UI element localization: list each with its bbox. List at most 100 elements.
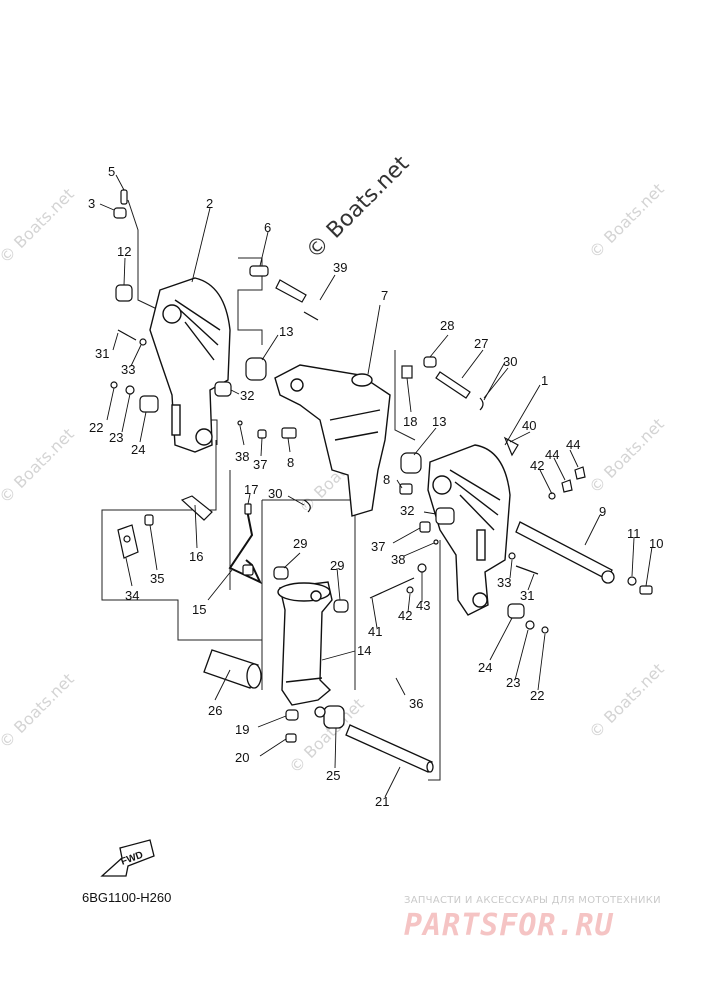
callout-37a: 37	[253, 457, 267, 472]
leader-lines	[99, 174, 653, 798]
callout-41: 41	[368, 624, 382, 639]
clamp-bracket-right	[427, 444, 511, 616]
callout-21: 21	[375, 794, 389, 809]
callout-12: 12	[117, 244, 131, 259]
bolt-22b	[541, 626, 549, 634]
tilt-cylinder	[277, 581, 333, 706]
callout-29b: 29	[330, 558, 344, 573]
callout-13a: 13	[279, 324, 293, 339]
callout-42a: 42	[530, 458, 544, 473]
washer-11	[627, 576, 637, 586]
collar-28	[423, 356, 437, 368]
collar-29b	[333, 599, 349, 613]
callout-14: 14	[357, 643, 371, 658]
callout-29a: 29	[293, 536, 307, 551]
bushing-13b	[400, 452, 422, 474]
callout-38b: 38	[391, 552, 405, 567]
callout-42b: 42	[398, 608, 412, 623]
screw-37a	[257, 429, 267, 439]
hardware-parts	[110, 189, 653, 743]
bolt-8b	[399, 483, 413, 495]
clip-30b	[303, 499, 311, 513]
nut-19	[285, 709, 299, 721]
callout-8b: 8	[383, 472, 390, 487]
bolt-31a	[117, 329, 137, 341]
watermark-bottom-left: © Boats.net	[0, 670, 78, 752]
callout-10: 10	[649, 536, 663, 551]
bolt-20	[285, 733, 297, 743]
washer-43	[417, 563, 427, 573]
callout-5: 5	[108, 164, 115, 179]
callout-32b: 32	[400, 503, 414, 518]
diagram-code: 6BG1100-H260	[82, 890, 172, 905]
callout-44a: 44	[545, 447, 559, 462]
callout-43: 43	[416, 598, 430, 613]
clip-38b	[433, 539, 439, 545]
collar-6	[249, 265, 269, 277]
callout-9: 9	[599, 504, 606, 519]
clamp-bracket-left	[149, 277, 231, 453]
washer-42b	[406, 586, 414, 594]
bolt-31b	[515, 565, 539, 575]
callout-31a: 31	[95, 346, 109, 361]
callout-22a: 22	[89, 420, 103, 435]
bushing-12	[115, 284, 133, 302]
callout-33a: 33	[121, 362, 135, 377]
callout-13b: 13	[432, 414, 446, 429]
callout-38a: 38	[235, 449, 249, 464]
callout-7: 7	[381, 288, 388, 303]
bolt-8a	[281, 427, 297, 439]
callout-22b: 22	[530, 688, 544, 703]
bushing-13a	[245, 357, 267, 381]
plate-40	[503, 436, 519, 457]
screw-17	[244, 503, 252, 515]
screw-37b	[419, 521, 431, 533]
plate-16	[180, 495, 213, 521]
washer-33b	[508, 552, 516, 560]
callout-16: 16	[189, 549, 203, 564]
pin-5	[120, 189, 128, 205]
collar-25	[314, 705, 345, 729]
rod-21	[345, 724, 434, 773]
callout-1: 1	[541, 373, 548, 388]
watermark-bottom-right: © Boats.net	[585, 660, 667, 742]
plate-18	[401, 365, 413, 379]
callout-37b: 37	[371, 539, 385, 554]
bolt-35	[144, 514, 154, 526]
washer-23b	[525, 620, 535, 630]
watermark-top-left: © Boats.net	[0, 185, 78, 267]
collar-29a	[273, 566, 289, 580]
pin-27	[435, 371, 471, 399]
bushing-24a	[139, 395, 159, 413]
callout-24a: 24	[131, 442, 145, 457]
sleeve-26	[203, 649, 262, 689]
callout-34: 34	[125, 588, 139, 603]
callout-36: 36	[409, 696, 423, 711]
watermark-mid-right: © Boats.net	[585, 415, 667, 497]
fitting-15	[242, 564, 254, 576]
watermark-top-right: © Boats.net	[585, 180, 667, 262]
bolt-41	[369, 577, 415, 599]
callout-39: 39	[333, 260, 347, 275]
callout-19: 19	[235, 722, 249, 737]
callout-32a: 32	[240, 388, 254, 403]
bolt-22a	[110, 381, 118, 389]
callout-8a: 8	[287, 455, 294, 470]
store-logo: PARTSFOR.RU	[404, 908, 614, 943]
bushing-32b	[435, 507, 455, 525]
callout-3: 3	[88, 196, 95, 211]
callout-24b: 24	[478, 660, 492, 675]
callout-25: 25	[326, 768, 340, 783]
callout-28: 28	[440, 318, 454, 333]
nut-3	[113, 207, 127, 219]
callout-6: 6	[264, 220, 271, 235]
pin-39a	[275, 279, 307, 303]
watermark-center: © Boats.net	[302, 151, 415, 264]
callout-40: 40	[522, 418, 536, 433]
washer-23a	[125, 385, 135, 395]
cotter-39	[303, 311, 319, 321]
callout-44b: 44	[566, 437, 580, 452]
callout-30b: 30	[268, 486, 282, 501]
